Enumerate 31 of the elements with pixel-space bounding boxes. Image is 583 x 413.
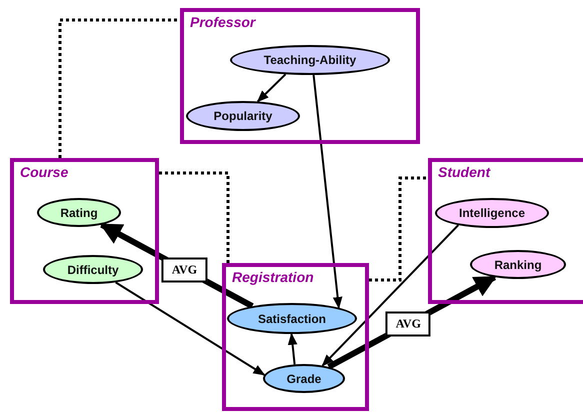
dotted-connector [369,176,428,282]
group-title: Course [20,164,68,180]
variable-label: Rating [60,206,98,220]
variable-label: Satisfaction [258,312,326,326]
arrow [322,224,460,366]
variable-ellipse [186,101,300,131]
group-frame [180,8,420,144]
variable-label: Popularity [214,109,272,123]
arrow [288,332,298,364]
variable-label: Teaching-Ability [264,53,356,67]
group-title: Professor [190,14,256,30]
variable-label: Ranking [494,258,542,272]
group-frame [428,158,583,304]
variable-ellipse [435,198,549,228]
variable-ellipse [227,303,357,334]
arrow [256,74,286,102]
group-title: Student [438,164,490,180]
arrow [312,74,342,309]
variable-label: Intelligence [458,206,526,220]
dotted-connector [58,18,180,158]
dotted-connector [159,172,230,263]
variable-ellipse [263,364,345,393]
group-frame [222,263,369,411]
variable-ellipse [37,198,121,227]
group-frame [10,158,159,304]
edge-label: AVG [162,257,208,282]
variable-label: Difficulty [67,262,119,276]
arrow [115,282,266,376]
edge-label: AVG [386,311,431,336]
group-title: Registration [232,269,314,285]
variable-label: Grade [286,372,322,386]
